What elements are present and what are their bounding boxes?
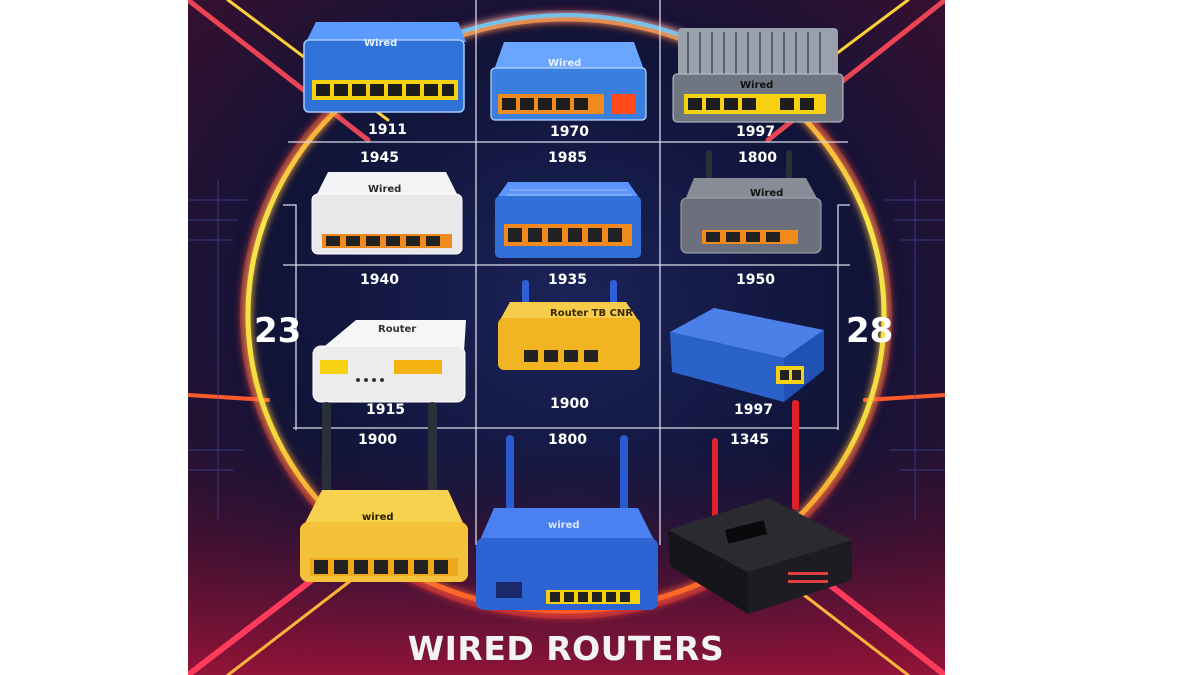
label-row1-below-2: 1985 <box>548 150 587 166</box>
side-number-left: 23 <box>254 311 301 351</box>
grid-lines <box>283 0 850 545</box>
label-row3-below-3: 1997 <box>734 402 773 418</box>
svg-text:Wired: Wired <box>548 58 581 69</box>
router-4-2: wired <box>476 435 658 610</box>
label-row1-below-1: 1945 <box>360 150 399 166</box>
label-1-2: 1970 <box>550 124 589 140</box>
svg-text:Router TB CNR: Router TB CNR <box>550 308 633 319</box>
router-2-1: Wired <box>311 172 463 255</box>
label-row2-below-2: 1935 <box>548 272 587 288</box>
router-3-1: Router <box>312 320 466 403</box>
router-4-1: wired <box>300 402 468 582</box>
label-1-3: 1997 <box>736 124 775 140</box>
label-row3-below-1: 1915 <box>366 402 405 418</box>
router-1-3: Wired <box>672 28 844 123</box>
svg-text:wired: wired <box>362 512 394 523</box>
label-row2-below-3: 1950 <box>736 272 775 288</box>
svg-text:Wired: Wired <box>750 188 783 199</box>
router-2-2 <box>495 182 641 258</box>
label-row4-2: 1800 <box>548 432 587 448</box>
label-row4-3: 1345 <box>730 432 769 448</box>
poster-image: 23 28 Wired 1911 Wired 1970 <box>188 0 945 675</box>
poster-title: WIRED ROUTERS <box>408 629 725 668</box>
router-1-1: Wired <box>303 22 466 113</box>
svg-text:Router: Router <box>378 324 416 335</box>
side-number-right: 28 <box>846 311 893 351</box>
router-4-3 <box>668 400 852 614</box>
label-row2-below-1: 1940 <box>360 272 399 288</box>
svg-text:Wired: Wired <box>740 80 773 91</box>
router-1-2: Wired <box>490 42 647 121</box>
label-row4-1: 1900 <box>358 432 397 448</box>
ring <box>245 16 887 614</box>
router-2-3: Wired <box>680 150 822 254</box>
label-1-1: 1911 <box>368 122 407 138</box>
svg-text:Wired: Wired <box>368 184 401 195</box>
label-row3-below-2: 1900 <box>550 396 589 412</box>
label-row1-below-3: 1800 <box>738 150 777 166</box>
svg-text:Wired: Wired <box>364 38 397 49</box>
svg-text:wired: wired <box>548 520 580 531</box>
router-3-3 <box>670 308 824 402</box>
router-3-2: Router TB CNR <box>498 280 640 370</box>
